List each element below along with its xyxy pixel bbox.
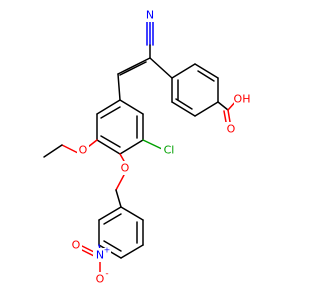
benzyloxy-oxygen-atom: O [119, 161, 131, 175]
benzyloxy-oxygen-bond-ch2 [115, 174, 125, 191]
nitro-nitrogen-label: N [96, 249, 104, 262]
nitrile-nitrogen-label: N [146, 9, 154, 22]
nitro-double-oxygen-label: O [72, 239, 81, 252]
benzyloxy-oxygen-bond-ring [119, 153, 125, 162]
ethoxy-oxygen-bond-ethyl [61, 144, 79, 154]
ethoxy-oxygen-atom: O [77, 143, 89, 157]
benzoic-ring-bond-4 [194, 101, 219, 117]
nitro-double-oxygen-atom: O [70, 238, 82, 252]
vinyl-double-bond-b [119, 61, 147, 76]
central-ring-bond-4-inner [100, 135, 121, 148]
molecule-structure-drawing: N OH O Cl O O N + O [43, 8, 252, 286]
bond-lines [43, 19, 238, 274]
central-ring-bond-1 [119, 99, 144, 115]
benzoic-ring-bond-1 [171, 63, 196, 79]
nitro-nitrogen-atom: N + [93, 246, 111, 262]
benzoic-ring-bond-5-inner [175, 98, 193, 110]
central-ring-bond-4 [96, 139, 121, 155]
nitrile-nitrogen-atom: N [144, 8, 156, 22]
vinyl-to-central-ring-bond [117, 73, 121, 101]
nitrobenzyl-ring-bond-3 [120, 244, 144, 259]
nitro-double-bond-a [81, 245, 95, 253]
carboxyl-carbon-bond [217, 101, 229, 111]
nitrobenzyl-ring-bond-1 [120, 206, 144, 221]
ethoxy-oxygen-bond-ring [87, 139, 98, 148]
nitro-nitrogen-charge: + [104, 246, 111, 255]
benzoic-ring-bond-2 [194, 63, 219, 79]
nitrobenzyl-ring-bond-4-inner [103, 240, 122, 252]
carboxylic-hydroxyl-atom: OH [234, 92, 252, 106]
central-ring-bond-6 [96, 99, 121, 115]
vinyl-double-bond-a [117, 57, 151, 75]
nitrobenzyl-ring-bond-6 [98, 206, 122, 221]
nitro-single-oxygen-charge: - [105, 269, 108, 279]
ethoxy-oxygen-label: O [79, 144, 88, 157]
atom-labels: N OH O Cl O O N + O [70, 8, 252, 286]
benzyl-ch2-bond [115, 189, 122, 208]
carboxylic-hydroxyl-label: OH [234, 93, 251, 106]
carboxylic-carbonyl-oxygen-atom: O [225, 122, 237, 136]
carboxylic-carbonyl-oxygen-label: O [227, 123, 236, 136]
benzoic-ring-bond-5 [171, 101, 196, 117]
ethyl-bond [43, 144, 63, 158]
chloro-bond [142, 139, 163, 150]
vinyl-to-benzoic-ring-bond [149, 57, 173, 79]
chlorine-label: Cl [164, 144, 175, 157]
benzyloxy-oxygen-label: O [121, 162, 130, 175]
nitrobenzyl-ring-bond-6-inner [103, 213, 122, 225]
carboxyl-carbonyl-bond-b [223, 110, 227, 123]
chlorine-atom: Cl [161, 143, 177, 157]
nitro-single-oxygen-atom: O - [94, 269, 112, 286]
central-ring-bond-3 [119, 139, 144, 155]
carboxyl-carbonyl-bond-a [227, 109, 231, 123]
nitro-single-oxygen-label: O [96, 273, 105, 286]
benzoic-ring-bond-2-inner [197, 70, 215, 82]
central-ring-bond-6-inner [100, 106, 121, 119]
